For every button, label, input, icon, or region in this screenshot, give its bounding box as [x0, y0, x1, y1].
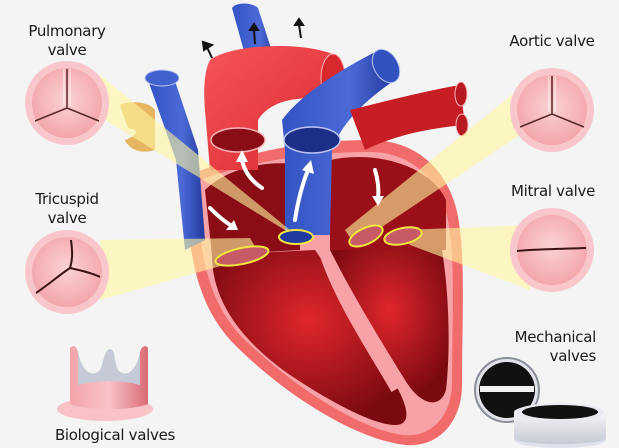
- mechanical-valves-label: Mechanical valves: [500, 328, 597, 366]
- label-line: Mechanical: [514, 328, 597, 346]
- pulmonary-valve-icon: [25, 61, 109, 145]
- aortic-valve-icon: [510, 68, 594, 152]
- label-line: valve: [47, 209, 87, 227]
- label-line: Pulmonary: [28, 22, 106, 40]
- mechanical-valve-icon: [474, 357, 606, 448]
- aortic-valve-label: Aortic valve: [497, 32, 607, 51]
- pulmonary-valve-label: Pulmonary valve: [14, 22, 120, 60]
- label-line: Mitral valve: [510, 182, 596, 200]
- tricuspid-valve-icon: [25, 230, 109, 314]
- highlight-beams: [100, 75, 530, 300]
- biological-valve-icon: [57, 346, 153, 421]
- mitral-valve-label: Mitral valve: [498, 182, 608, 201]
- mitral-valve-icon: [510, 208, 594, 292]
- flow-arrows: [208, 150, 384, 230]
- branch-arrows: [201, 17, 305, 59]
- label-line: Tricuspid: [35, 190, 99, 208]
- label-line: valves: [549, 347, 597, 365]
- tricuspid-valve-label: Tricuspid valve: [16, 190, 118, 228]
- valve-outlines: [214, 224, 423, 267]
- label-line: valve: [47, 41, 87, 59]
- biological-valves-label: Biological valves: [40, 426, 190, 445]
- label-line: Aortic valve: [509, 32, 595, 50]
- great-vessels: [120, 3, 469, 250]
- label-line: Biological valves: [54, 426, 176, 444]
